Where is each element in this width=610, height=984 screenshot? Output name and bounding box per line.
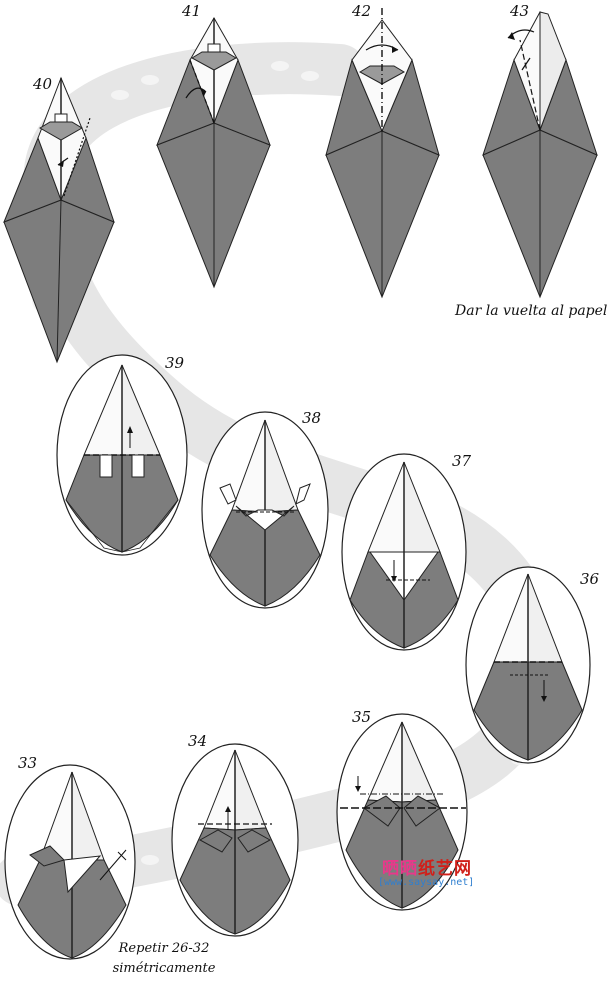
step-number-33: 33 [18,754,38,772]
step-number-35: 35 [352,708,372,726]
step-number-40: 40 [33,75,53,93]
step-35-figure [336,713,468,911]
step-33-figure [4,764,136,960]
step-number-39: 39 [165,354,185,372]
step-34-figure [171,743,299,937]
step-number-41: 41 [182,2,202,20]
watermark-part1: 晒晒 [382,859,418,879]
step-36-figure [465,566,591,764]
step-number-43: 43 [510,2,530,20]
turn-over-caption: Dar la vuelta al papel [455,303,608,319]
step-number-36: 36 [580,570,600,588]
step-number-34: 34 [188,732,208,750]
watermark-logo: 晒晒纸艺网 [382,854,472,879]
step-number-38: 38 [302,409,322,427]
step-number-42: 42 [352,2,372,20]
repeat-caption-line1: Repetir 26-32 [118,941,210,956]
step-39-figure [56,354,188,556]
step-37-figure [341,453,467,651]
step-41-figure [156,16,271,289]
step-38-figure [201,411,329,609]
step-43-figure [482,10,598,299]
repeat-caption-line2: simétricamente [112,961,216,976]
watermark-part2: 纸艺网 [418,859,472,879]
step-number-37: 37 [452,452,472,470]
step-40-figure [3,76,115,364]
watermark-url[interactable]: [www.saysay.net] [378,877,475,888]
step-42-figure [325,8,440,299]
